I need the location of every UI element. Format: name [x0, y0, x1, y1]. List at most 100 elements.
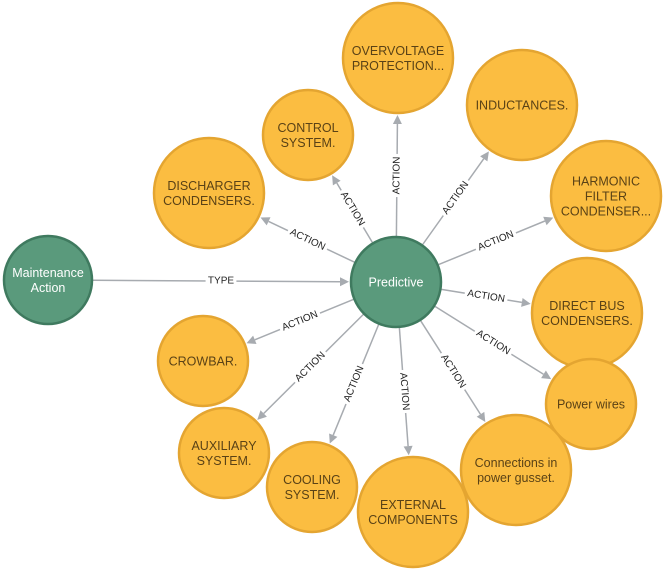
- node-circle: [530, 256, 644, 370]
- node-label: Action: [31, 281, 66, 295]
- edge-arrowhead: [543, 216, 554, 226]
- edge-label-background: [435, 349, 471, 394]
- edge-arrowhead: [260, 217, 271, 226]
- node-circle: [265, 440, 359, 534]
- edge-label-group: ACTION: [473, 226, 519, 256]
- node-circle: [261, 88, 355, 182]
- edge-label-group: ACTION: [471, 325, 516, 361]
- edge-label-background: [284, 224, 331, 256]
- node-label: CONTROL: [277, 121, 338, 135]
- edge-label-background: [389, 153, 405, 198]
- edge-label-group: ACTION: [389, 153, 405, 198]
- edge-arrowhead: [257, 410, 267, 420]
- node-circle: [356, 455, 470, 569]
- edge-label: ACTION: [280, 309, 319, 334]
- edge-label: ACTION: [391, 157, 402, 195]
- node-power-wires[interactable]: Power wires: [544, 357, 638, 451]
- edge-predictive-to-discharger_condensers[interactable]: ACTION: [260, 217, 355, 263]
- edge-label-group: TYPE: [205, 273, 237, 289]
- edge-label: ACTION: [342, 364, 367, 403]
- node-label: Connections in: [475, 456, 558, 470]
- node-overvoltage-protection[interactable]: OVERVOLTAGEPROTECTION...: [341, 1, 455, 115]
- edge-label: ACTION: [438, 353, 468, 391]
- edge-label-background: [395, 369, 413, 414]
- node-circle: [549, 139, 663, 253]
- node-harmonic-filter-condenser[interactable]: HARMONICFILTERCONDENSER...: [549, 139, 663, 253]
- node-label: COMPONENTS: [368, 513, 458, 527]
- node-label: AUXILIARY: [191, 439, 257, 453]
- edge-predictive-to-control_system[interactable]: ACTION: [332, 175, 374, 243]
- edge-label-group: ACTION: [277, 306, 323, 336]
- edge-predictive-to-crowbar[interactable]: ACTION: [246, 298, 354, 344]
- edge-label-background: [290, 346, 331, 388]
- edge-arrowhead: [476, 411, 486, 422]
- edge-label: ACTION: [440, 179, 471, 216]
- node-label: Maintenance: [12, 266, 84, 280]
- edge-arrowhead: [392, 115, 402, 124]
- node-circle: [349, 235, 443, 329]
- edge-arrowhead: [480, 151, 489, 162]
- node-circle: [459, 413, 573, 527]
- edge-label-group: ACTION: [284, 224, 331, 256]
- node-circle: [465, 48, 579, 162]
- edge-arrowhead: [329, 433, 338, 444]
- node-label: CONDENSER...: [561, 205, 651, 219]
- edge-arrowhead: [246, 335, 257, 344]
- edge-label: TYPE: [208, 275, 235, 286]
- node-label: Power wires: [557, 398, 625, 412]
- node-label: CONDENSERS.: [163, 194, 255, 208]
- edge-label-group: ACTION: [290, 346, 331, 388]
- edge-label: ACTION: [397, 372, 411, 410]
- node-label: SYSTEM.: [281, 136, 336, 150]
- edge-predictive-to-harmonic_filter_condenser[interactable]: ACTION: [438, 216, 554, 266]
- node-circle: [341, 1, 455, 115]
- node-label: INDUCTANCES.: [476, 99, 569, 113]
- node-label: SYSTEM.: [285, 488, 340, 502]
- edge-label-group: ACTION: [435, 349, 471, 394]
- node-label: Predictive: [369, 276, 424, 290]
- edge-maintenance_action-to-predictive[interactable]: TYPE: [92, 273, 349, 289]
- node-label: power gusset.: [477, 471, 555, 485]
- edge-predictive-to-overvoltage_protection[interactable]: ACTION: [389, 115, 405, 237]
- node-circle: [2, 234, 94, 326]
- edge-predictive-to-cooling_system[interactable]: ACTION: [329, 324, 380, 444]
- node-label: HARMONIC: [572, 175, 640, 189]
- node-circle: [177, 406, 271, 500]
- edge-label: ACTION: [293, 350, 328, 384]
- edge-label-group: ACTION: [395, 369, 413, 414]
- edge-label-background: [339, 361, 369, 407]
- edge-predictive-to-external_components[interactable]: ACTION: [395, 327, 413, 456]
- node-circle: [152, 136, 266, 250]
- edge-arrowhead: [332, 175, 341, 186]
- node-inductances[interactable]: INDUCTANCES.: [465, 48, 579, 162]
- node-label: EXTERNAL: [380, 498, 446, 512]
- edge-predictive-to-inductances[interactable]: ACTION: [422, 151, 489, 245]
- edge-label: ACTION: [474, 328, 512, 357]
- edge-label-group: ACTION: [339, 361, 369, 407]
- node-predictive[interactable]: Predictive: [349, 235, 443, 329]
- node-crowbar[interactable]: CROWBAR.: [156, 314, 250, 408]
- edge-arrowhead: [340, 277, 349, 287]
- node-label: OVERVOLTAGE: [352, 44, 444, 58]
- edge-label-background: [335, 186, 370, 232]
- node-label: COOLING: [283, 473, 341, 487]
- edge-label-group: ACTION: [463, 286, 509, 307]
- edge-arrowhead: [403, 445, 413, 456]
- node-circle: [156, 314, 250, 408]
- node-label: FILTER: [585, 190, 627, 204]
- edge-predictive-to-direct_bus_condensers[interactable]: ACTION: [441, 286, 531, 307]
- node-label: DISCHARGER: [167, 179, 250, 193]
- edge-label-background: [473, 226, 519, 256]
- edge-label-background: [205, 273, 237, 289]
- edge-label-group: ACTION: [335, 186, 370, 232]
- edge-label-background: [471, 325, 516, 361]
